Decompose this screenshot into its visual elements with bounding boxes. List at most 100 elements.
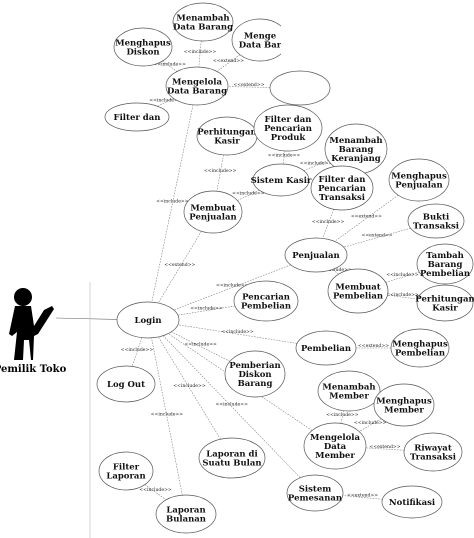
use-case-ellipse bbox=[388, 158, 450, 202]
use-case-label: Diskon bbox=[126, 48, 159, 58]
relation-label-include: <<include>> bbox=[149, 97, 182, 103]
use-case-ellipse bbox=[416, 243, 474, 285]
use-case-label: Menambah bbox=[329, 136, 382, 146]
use-case-label: Menghapus bbox=[391, 171, 447, 181]
use-case-label: Pembelian bbox=[241, 302, 291, 312]
relation-line-menghapus_member-mengelola_data_member bbox=[359, 418, 382, 432]
use-case-log-out: Log Out bbox=[96, 365, 156, 403]
use-case-label: Member bbox=[329, 392, 369, 402]
relation-label-include: <<include>> bbox=[300, 161, 333, 167]
relation-label-include: <<include>> bbox=[190, 306, 223, 312]
use-case-ellipse bbox=[407, 203, 465, 239]
use-case-ellipse bbox=[116, 301, 180, 339]
relation-label-include: <<include>> bbox=[184, 49, 217, 55]
use-case-label: Penjualan bbox=[395, 181, 442, 191]
use-case-label: Membuat bbox=[335, 282, 380, 292]
use-case-filter-dan-left: Filter dan bbox=[104, 102, 170, 132]
relation-line-sistem_pemesanan-login bbox=[162, 335, 301, 478]
relation-label-include: <<include>> bbox=[319, 267, 352, 273]
use-case-ellipse bbox=[327, 268, 389, 314]
relation-label-extend: <<extend>> bbox=[233, 82, 264, 88]
relation-label-include: <<include>> bbox=[204, 168, 237, 174]
use-case-label: Kasir bbox=[214, 137, 240, 147]
use-case-ellipse bbox=[381, 485, 443, 519]
relationship-lines: <<include>> <<extend>> <<include>> <<extend… bbox=[55, 40, 420, 538]
use-case-label: Notifikasi bbox=[389, 498, 436, 508]
relation-label-include: <<include>> bbox=[139, 487, 172, 493]
use-case-ellipse bbox=[390, 328, 450, 368]
use-case-ellipse bbox=[269, 70, 331, 106]
relation-line-notifikasi-sistem_pemesanan bbox=[342, 495, 383, 500]
use-case-label: Barang bbox=[428, 260, 463, 270]
use-case-label: Menghapus bbox=[115, 38, 171, 48]
use-case-label: Pembelian bbox=[420, 269, 470, 279]
use-case-label: Member bbox=[384, 406, 424, 416]
use-case-label: Kasir bbox=[432, 304, 458, 314]
use-case-ellipse bbox=[303, 422, 367, 470]
use-case-label: Data Barang bbox=[173, 23, 233, 33]
relation-label-include: <<include>> bbox=[326, 412, 359, 418]
relation-line-filter_laporan-laporan_bulanan bbox=[144, 484, 167, 500]
relation-label-include: <<include>> bbox=[215, 402, 248, 408]
use-case-label: Suatu Bulan bbox=[202, 459, 261, 469]
use-case-label: Sistem bbox=[299, 484, 331, 494]
relation-label-extend: <<extend>> bbox=[347, 492, 378, 498]
use-case-ellipse bbox=[295, 330, 357, 366]
use-case-label: Pemberian bbox=[229, 361, 280, 371]
use-case-ellipse bbox=[96, 365, 156, 403]
use-case-ellipse bbox=[113, 27, 173, 67]
actor-pemilik-toko: Pemilik Toko bbox=[0, 288, 67, 375]
relation-label-include: <<include>> bbox=[156, 198, 189, 204]
relation-line-filter_pencarian_produk-sistem_kasir bbox=[282, 150, 286, 165]
use-case-label: Filter dan bbox=[319, 175, 366, 185]
relation-line-membuat_pembelian-penjualan bbox=[332, 269, 339, 275]
use-case-ellipse bbox=[373, 383, 435, 427]
use-case-label: Transaksi bbox=[413, 222, 460, 232]
use-case-label: Log Out bbox=[107, 380, 145, 390]
relation-line-pemberian_diskon_barang-login bbox=[171, 331, 231, 362]
relation-label-include: <<include>> bbox=[151, 412, 184, 418]
relation-label-include: <<include>> bbox=[386, 272, 419, 278]
relation-line-bukti_transaksi-penjualan bbox=[343, 227, 411, 248]
relation-label-extend: <<extend>> bbox=[164, 262, 195, 268]
use-case-label: Menambah bbox=[322, 382, 375, 392]
use-case-ellipse bbox=[233, 280, 299, 322]
use-case-ellipse bbox=[155, 494, 217, 534]
use-case-label: Sistem Kasir bbox=[251, 176, 312, 186]
relation-line-filter_dan_top-mengelola_data_barang bbox=[227, 86, 271, 88]
use-case-ellipse bbox=[224, 350, 286, 398]
use-case-label: Laporan bbox=[166, 505, 205, 515]
use-case-label: Pembelian bbox=[301, 344, 351, 354]
use-case-label: Pembelian bbox=[395, 349, 445, 359]
association-line-actor-login bbox=[55, 317, 118, 320]
use-case-ellipse bbox=[317, 370, 381, 412]
use-case-label: Perhitungan bbox=[415, 294, 474, 304]
relation-line-menambah_member-mengelola_data_member bbox=[340, 410, 345, 424]
relation-line-penjualan-login bbox=[173, 264, 291, 311]
use-case-label: Bukti bbox=[423, 212, 450, 222]
use-case-label: Membuat bbox=[190, 203, 235, 213]
use-case-label: Pemesanan bbox=[288, 494, 342, 504]
use-case-label: Menge bbox=[244, 31, 277, 41]
use-case-label: Pembelian bbox=[333, 292, 383, 302]
use-case-label: Filter bbox=[113, 462, 140, 472]
use-case-label: Menambah bbox=[176, 13, 229, 23]
use-case-login: Login bbox=[116, 301, 180, 339]
